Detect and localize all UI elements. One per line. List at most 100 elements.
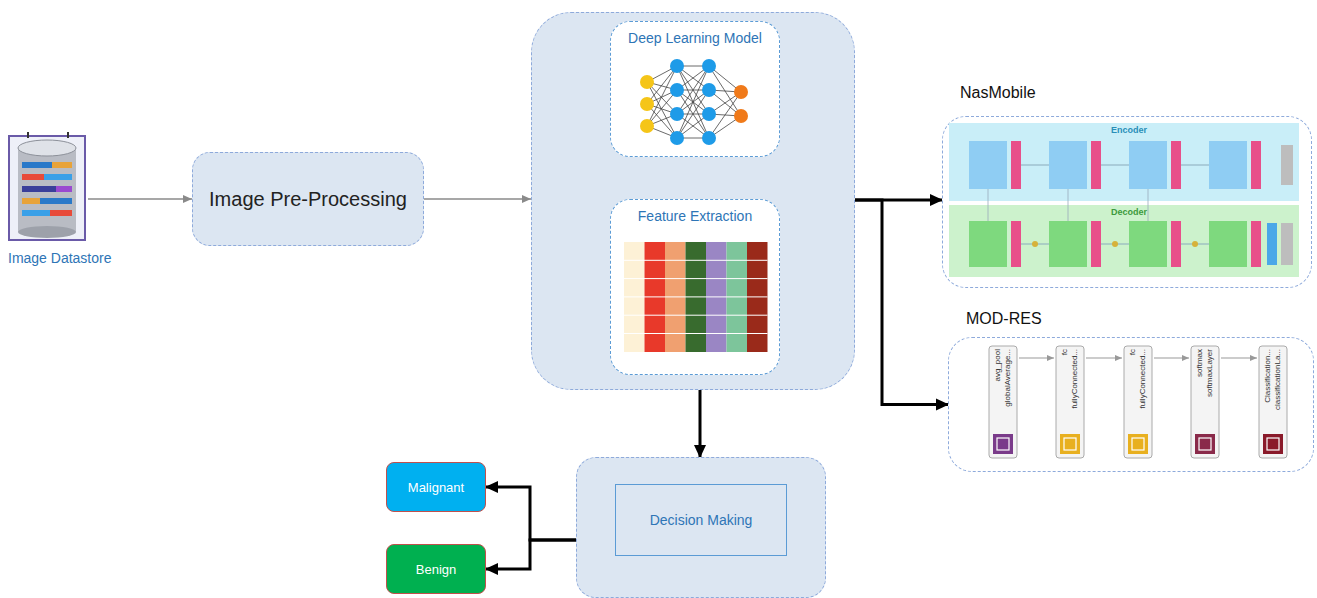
decoder-block xyxy=(1129,221,1167,267)
network-panel: NasMobile EncoderDecoder xyxy=(942,84,1312,288)
output-block xyxy=(1281,145,1293,185)
decoder-bar xyxy=(1011,221,1021,267)
layer-label: fc xyxy=(1060,349,1070,431)
drawing-stroke xyxy=(624,333,768,334)
layer-card xyxy=(1259,346,1287,458)
datastore-node: Image Datastore xyxy=(8,132,112,266)
join-dot xyxy=(1112,241,1118,247)
neuron-dot xyxy=(670,107,684,121)
decision-label: Decision Making xyxy=(650,512,753,528)
process-box: Image Pre-Processing xyxy=(192,152,424,246)
drawing-stroke xyxy=(624,278,768,279)
layer-icon xyxy=(1128,434,1148,454)
drawing-stroke xyxy=(624,260,768,261)
layer-label: fc xyxy=(1128,349,1138,431)
output-block xyxy=(1281,223,1293,265)
neuron-dot xyxy=(670,83,684,97)
panel-frame: avg_poolglobalAverage...fcfullyConnected… xyxy=(948,337,1314,472)
encoder-block xyxy=(1049,141,1087,189)
neuron-dot xyxy=(702,59,716,73)
decision-inner: Decision Making xyxy=(615,484,787,556)
neuron-dot xyxy=(734,85,748,99)
join-dot xyxy=(1032,241,1038,247)
encoder-block xyxy=(1129,141,1167,189)
encoder-block xyxy=(1209,141,1247,189)
neuron-dot xyxy=(670,59,684,73)
layer-label: softmax xyxy=(1195,349,1205,431)
layer-icon xyxy=(1263,434,1283,454)
card-title: Feature Extraction xyxy=(611,208,779,224)
layer-icon-mark xyxy=(997,438,1009,450)
layer-card xyxy=(1191,346,1219,458)
drawing-stroke xyxy=(1086,357,1122,358)
drawing-stroke xyxy=(1021,165,1049,166)
flow-arrow xyxy=(486,487,576,540)
layer-icon xyxy=(1060,434,1080,454)
encoder-bar xyxy=(1011,141,1021,189)
drawing-stroke xyxy=(1148,189,1149,221)
card-title: Deep Learning Model xyxy=(611,30,779,46)
drawing-stroke xyxy=(677,66,709,138)
layer-card xyxy=(1124,346,1152,458)
neuron-dot xyxy=(734,109,748,123)
feature-card: Feature Extraction xyxy=(610,199,780,375)
band-label: Encoder xyxy=(1111,125,1147,135)
neuron-dot xyxy=(640,119,654,133)
output-block xyxy=(1267,223,1277,265)
layer-icon xyxy=(993,434,1013,454)
panel-frame: EncoderDecoder xyxy=(942,116,1312,288)
neuron-dot xyxy=(640,97,654,111)
decoder-block xyxy=(1049,221,1087,267)
decoder-block xyxy=(969,221,1007,267)
layer-icon-mark xyxy=(1199,438,1211,450)
drawing-stroke xyxy=(988,189,989,221)
join-dot xyxy=(1192,241,1198,247)
neuron-dot xyxy=(702,131,716,145)
result-box: Benign xyxy=(386,544,486,594)
layer-label: avg_pool xyxy=(993,349,1003,431)
layer-icon xyxy=(1195,434,1215,454)
layer-label: fullyConnected... xyxy=(1070,349,1080,431)
band-label: Decoder xyxy=(1111,207,1147,217)
layer-label: Classification... xyxy=(1263,349,1273,431)
decision-box: Decision Making xyxy=(576,457,826,598)
layer-label: globalAverage... xyxy=(1003,349,1013,431)
drawing-stroke xyxy=(1101,165,1129,166)
drawing-stroke xyxy=(624,315,768,316)
neuron-dot xyxy=(702,107,716,121)
layer-icon-mark xyxy=(1064,438,1076,450)
encoder-bar xyxy=(1091,141,1101,189)
flow-arrow xyxy=(424,198,531,200)
feature-bars xyxy=(621,238,771,356)
box-label: Image Pre-Processing xyxy=(209,188,407,211)
box-label: Malignant xyxy=(408,480,464,495)
drawing-stroke xyxy=(624,296,768,297)
drawing-stroke xyxy=(1221,357,1257,358)
layer-label: fullyConnected... xyxy=(1138,349,1148,431)
drawing-stroke xyxy=(1181,165,1209,166)
encoder-decoder-figure xyxy=(949,123,1307,281)
flow-arrow xyxy=(88,198,192,200)
drawing-stroke xyxy=(677,66,709,138)
encoder-bar xyxy=(1251,141,1261,189)
neural-network-icon xyxy=(631,52,761,152)
store-label: Image Datastore xyxy=(8,250,112,266)
layer-card xyxy=(1056,346,1084,458)
model-card: Deep Learning Model xyxy=(610,21,780,157)
decoder-bar xyxy=(1251,221,1261,267)
flow-arrow xyxy=(699,390,702,457)
result-box: Malignant xyxy=(386,462,486,512)
panel-heading: NasMobile xyxy=(960,84,1036,102)
database-icon xyxy=(8,132,88,244)
encoder-bar xyxy=(1171,141,1181,189)
layer-label: softmaxLayer xyxy=(1205,349,1215,431)
network-panel: MOD-RES avg_poolglobalAverage...fcfullyC… xyxy=(948,310,1314,472)
box-label: Benign xyxy=(416,562,456,577)
layer-label: classificationLa... xyxy=(1273,349,1283,431)
neuron-dot xyxy=(640,75,654,89)
drawing-stroke xyxy=(1019,357,1054,358)
flow-arrow xyxy=(486,540,576,569)
neuron-dot xyxy=(702,83,716,97)
neuron-dot xyxy=(670,131,684,145)
